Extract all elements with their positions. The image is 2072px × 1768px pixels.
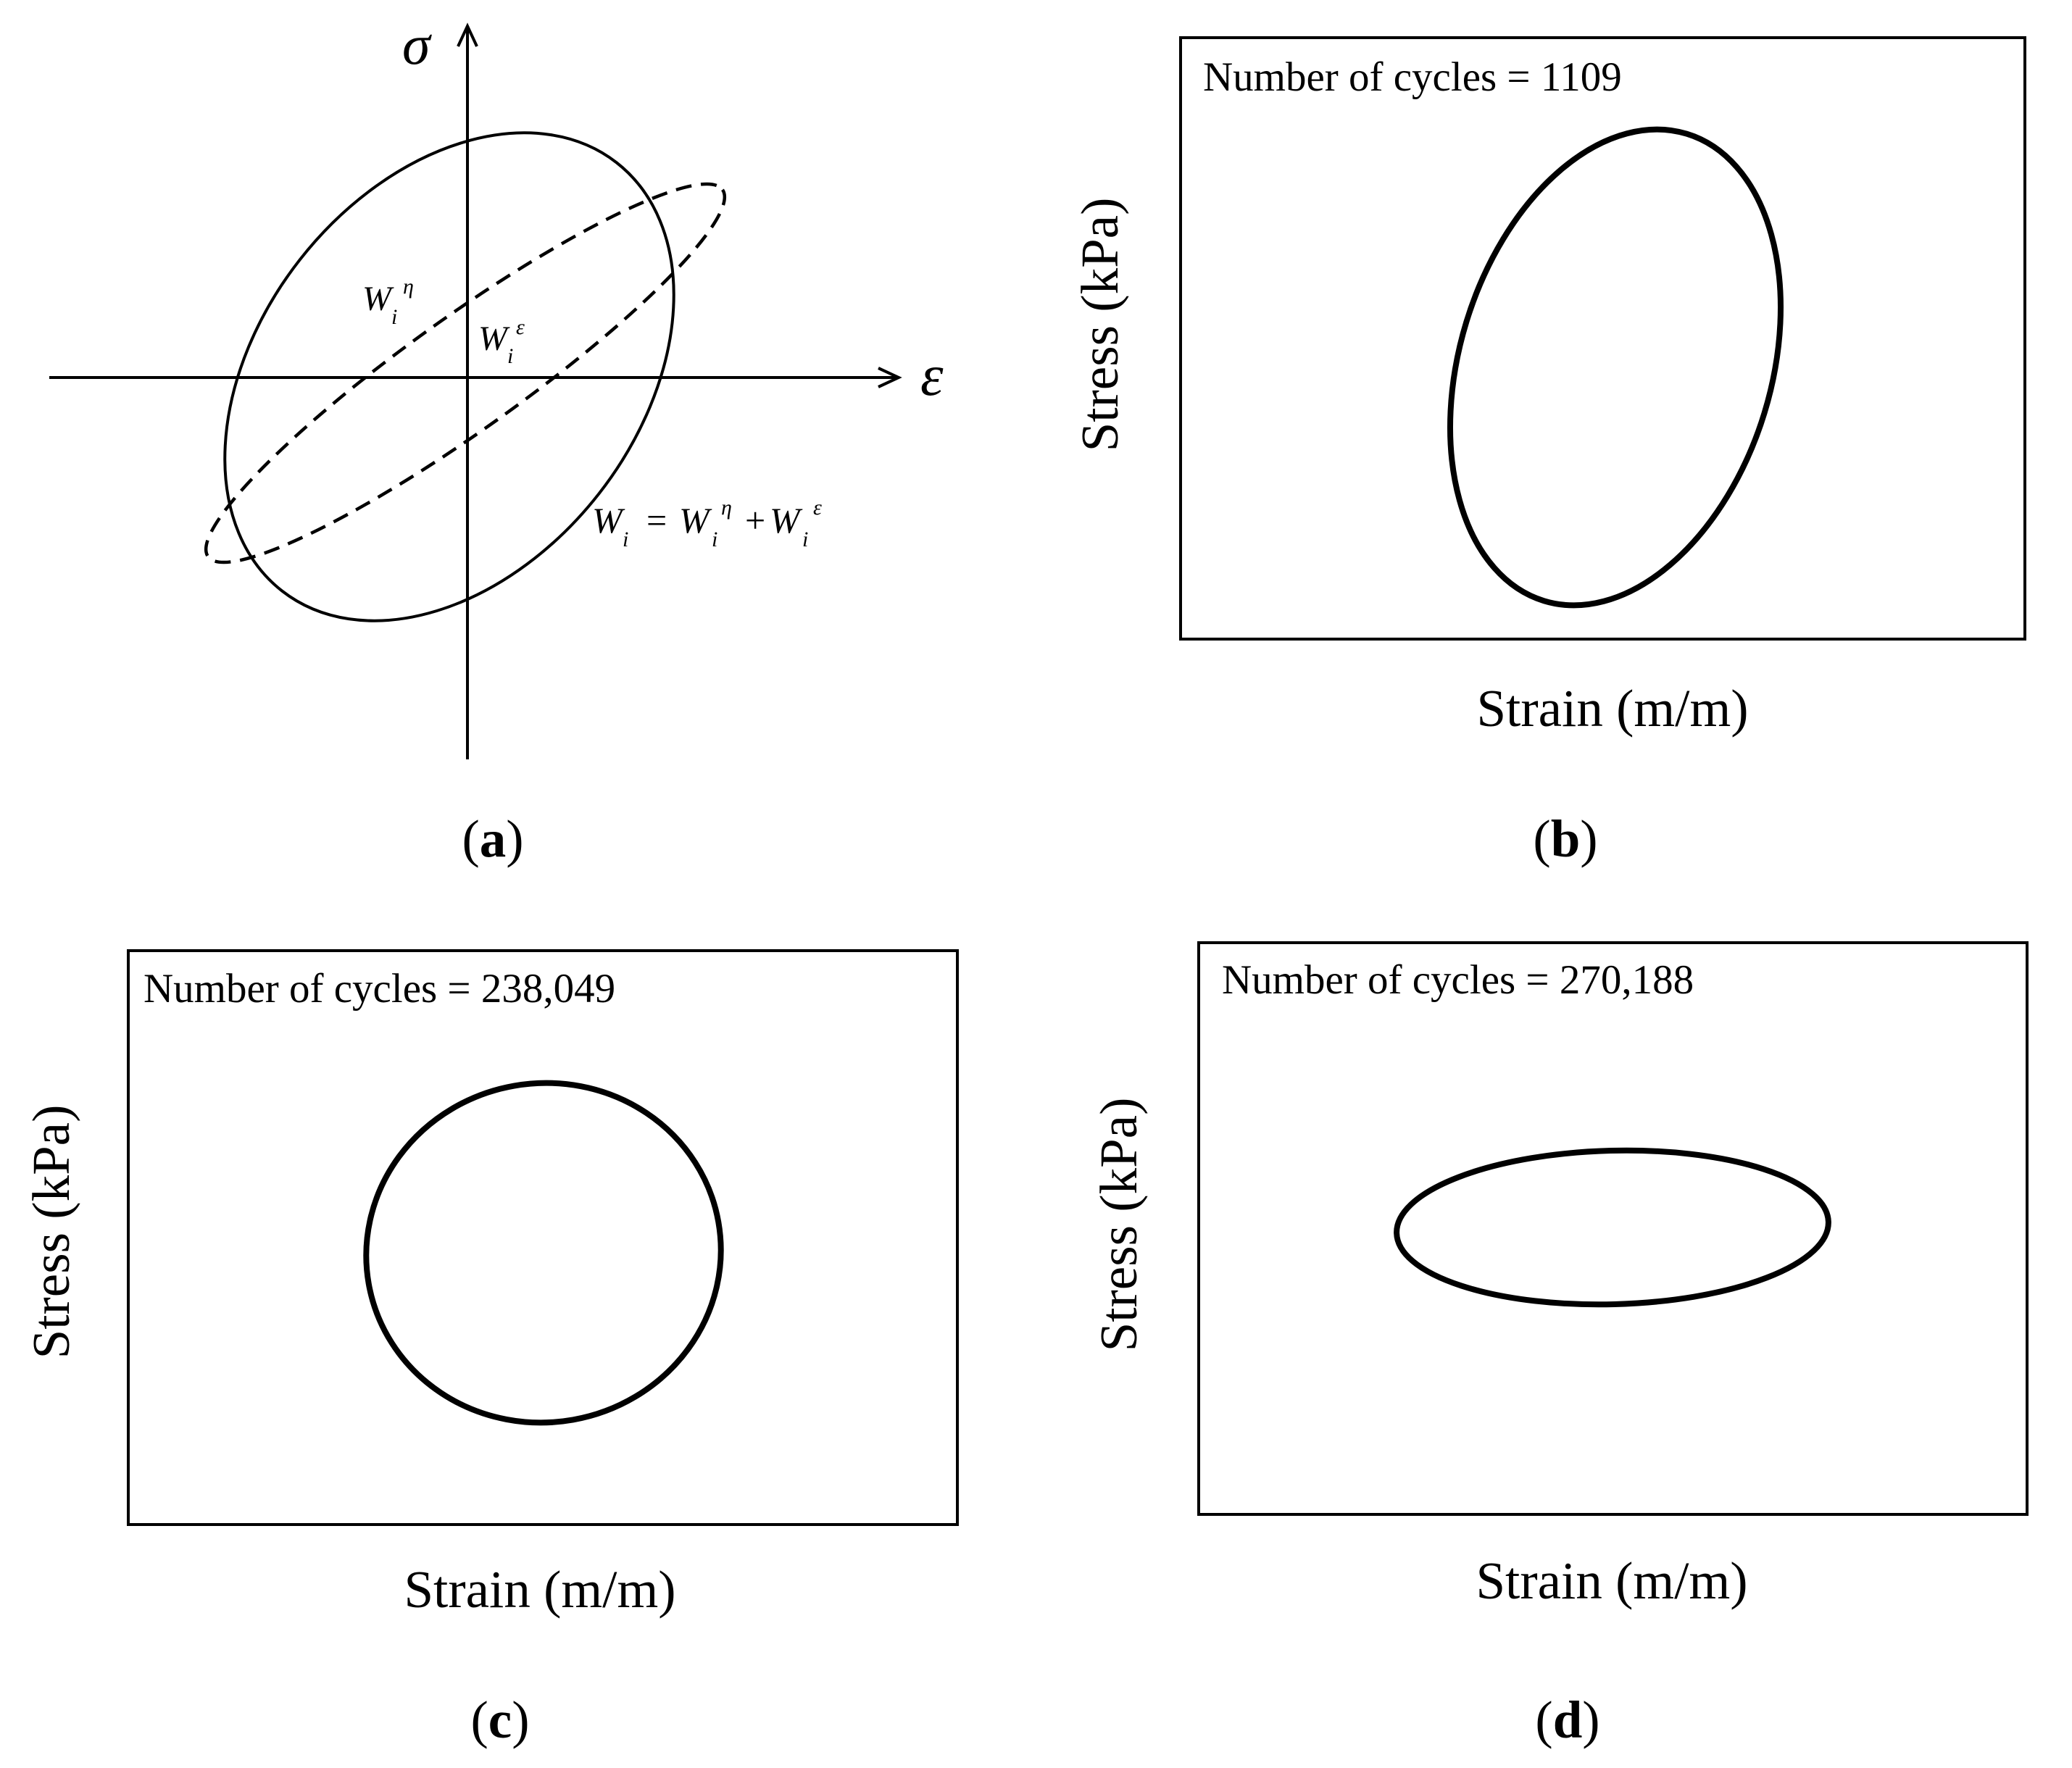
elastic-loop-dashed [204,182,727,564]
caption-d: (d) [1535,1690,1599,1749]
panel-b-frame [1179,36,2026,641]
panel-c-hysteresis-loop [363,1080,724,1426]
caption-c: (c) [470,1690,529,1749]
epsilon-axis-arrowhead [878,367,902,388]
panel-d-frame [1197,941,2029,1516]
sigma-label: σ [402,13,432,76]
panel-d-cycles-label: Number of cycles = 270,188 [1222,957,1694,1003]
panel-b-x-label: Strain (m/m) [1476,679,1748,738]
w-eta-label: Wiη [362,275,414,329]
panel-b-cycles-label: Number of cycles = 1109 [1203,54,1622,100]
panel-d-y-label: Stress (kPa) [1089,1098,1148,1352]
panel-b: Number of cycles = 1109 Stress (kPa) Str… [1070,36,2026,868]
hysteresis-loop-outer [223,131,675,622]
panel-c-cycles-label: Number of cycles = 238,049 [143,966,615,1012]
panel-b-hysteresis-loop [1447,126,1784,609]
panel-c: Number of cycles = 238,049 Stress (kPa) … [22,949,959,1749]
epsilon-label: ε [920,344,944,408]
panel-d-x-label: Strain (m/m) [1476,1551,1747,1610]
panel-c-x-label: Strain (m/m) [404,1560,675,1619]
panel-c-frame [127,949,959,1526]
panel-b-y-label: Stress (kPa) [1070,198,1129,452]
panel-d: Number of cycles = 270,188 Stress (kPa) … [1089,941,2029,1749]
sigma-axis-arrowhead [457,22,478,47]
panel-d-hysteresis-loop [1394,1147,1831,1308]
caption-a: (a) [462,809,523,868]
caption-b: (b) [1533,809,1597,868]
panel-c-y-label: Stress (kPa) [22,1105,80,1359]
w-epsilon-label: Wiε [478,315,525,368]
